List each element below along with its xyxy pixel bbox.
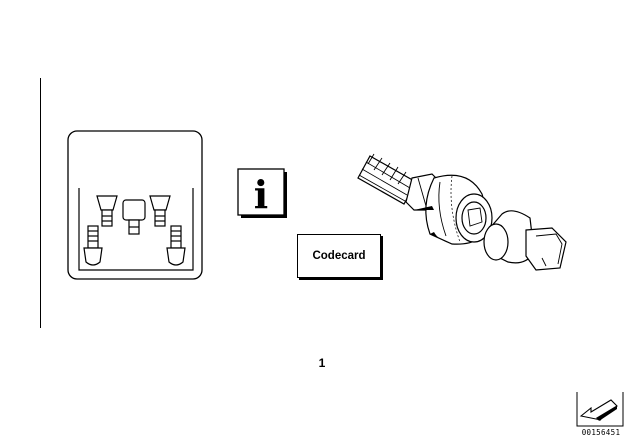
kit-bolt-bottom-left xyxy=(83,225,103,266)
info-glyph: i xyxy=(254,172,268,217)
lock-bolt-kit-icon xyxy=(67,130,203,280)
bolt-adapter-illustration xyxy=(483,210,567,271)
diagram-id-label: 00156451 xyxy=(581,428,621,437)
item-number-label: 1 xyxy=(318,356,326,370)
codecard-label: Codecard xyxy=(297,234,381,278)
kit-bolt-bottom-right xyxy=(166,225,186,266)
kit-bolt-top-right xyxy=(149,195,171,227)
codecard-text: Codecard xyxy=(312,250,366,262)
left-divider-line xyxy=(40,78,41,328)
kit-adapter-center xyxy=(122,199,146,235)
kit-bolt-top-left xyxy=(96,195,118,227)
info-icon: i xyxy=(237,168,289,220)
locking-wheel-bolt-illustration xyxy=(357,153,567,271)
navigation-arrow-icon[interactable] xyxy=(575,390,625,428)
